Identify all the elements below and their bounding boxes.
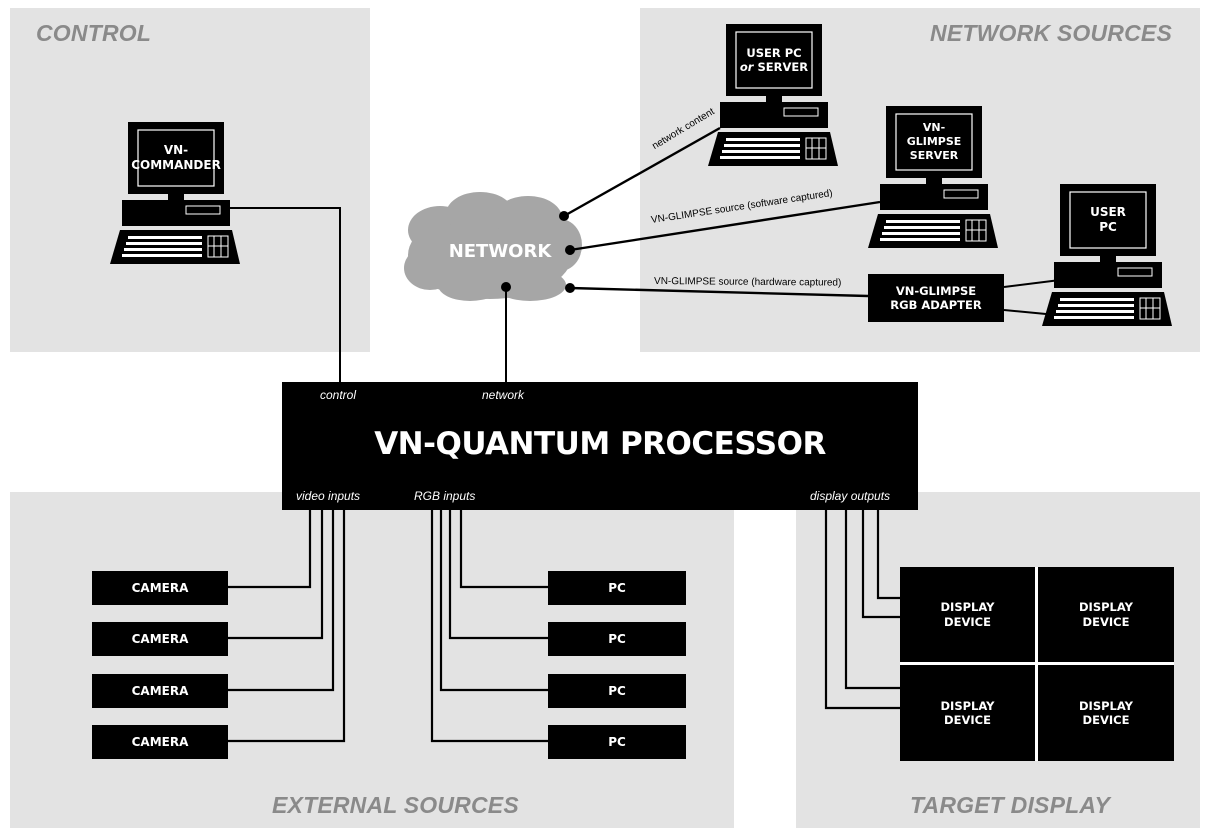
display-device-1: DISPLAY DEVICE <box>900 567 1035 662</box>
display-device-2: DISPLAY DEVICE <box>1038 567 1174 662</box>
external-sources-panel <box>10 492 734 828</box>
pc-4: PC <box>548 725 686 759</box>
video-inputs-port-label: video inputs <box>296 489 361 503</box>
vn-glimpse-server-screen-label: VN-GLIMPSE SERVER <box>906 121 962 162</box>
network-sources-section-title: NETWORK SOURCES <box>930 20 1172 46</box>
vn-commander-screen-label: VN- COMMANDER <box>131 143 221 172</box>
camera-2: CAMERA <box>92 622 228 656</box>
glimpse-hardware-label: VN-GLIMPSE source (hardware captured) <box>654 276 842 289</box>
user-pc-screen-label: USER PC <box>1090 205 1126 234</box>
external-sources-section-title: EXTERNAL SOURCES <box>272 792 519 818</box>
control-link <box>230 207 341 382</box>
camera-4: CAMERA <box>92 725 228 759</box>
pc-1: PC <box>548 571 686 605</box>
camera-1: CAMERA <box>92 571 228 605</box>
display-outputs-port-label: display outputs <box>810 489 891 503</box>
target-display-section-title: TARGET DISPLAY <box>910 792 1111 818</box>
processor-title: VN-QUANTUM PROCESSOR <box>374 426 826 462</box>
display-device-3: DISPLAY DEVICE <box>900 665 1035 761</box>
vn-glimpse-rgb-adapter: VN-GLIMPSE RGB ADAPTER <box>868 274 1004 322</box>
pc-2: PC <box>548 622 686 656</box>
camera-3: CAMERA <box>92 674 228 708</box>
network-content-link <box>563 126 721 218</box>
network-cloud <box>404 192 582 301</box>
control-section-title: CONTROL <box>36 20 152 46</box>
display-output-lines <box>824 510 900 710</box>
glimpse-hardware-link <box>569 286 869 298</box>
control-port-label: control <box>320 388 357 402</box>
glimpse-software-link <box>569 200 881 252</box>
rgb-input-lines <box>430 510 548 743</box>
rgb-inputs-port-label: RGB inputs <box>414 489 476 503</box>
display-device-4: DISPLAY DEVICE <box>1038 665 1174 761</box>
network-port-label: network <box>482 388 525 402</box>
network-label: NETWORK <box>448 241 552 262</box>
pc-3: PC <box>548 674 686 708</box>
video-input-lines <box>228 510 346 743</box>
vn-quantum-processor: control network VN-QUANTUM PROCESSOR vid… <box>282 382 918 510</box>
